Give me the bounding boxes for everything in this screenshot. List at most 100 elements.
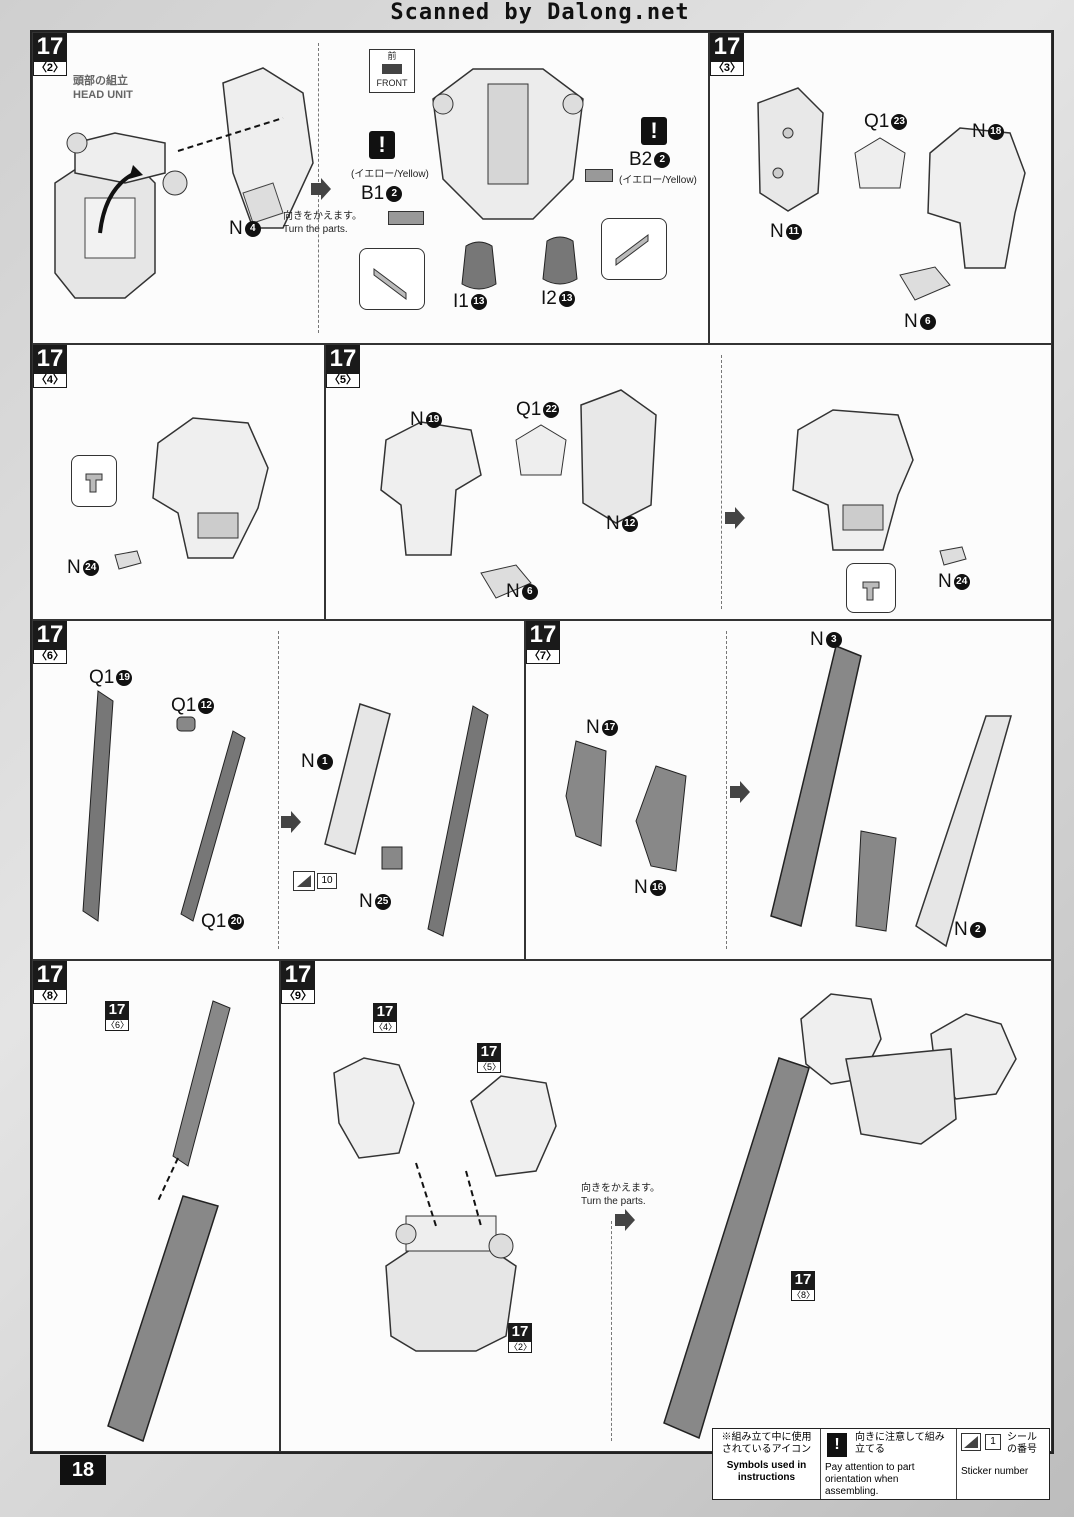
q1-12-cap-part [176,716,196,732]
legend-sticker: 1 シールの番号 Sticker number [957,1429,1049,1499]
step-number: 17 [33,345,67,373]
next-arrow-icon [281,811,301,833]
reference-badge-2: 17 〈2〉 [508,1323,532,1353]
warning-icon: ! [827,1433,847,1457]
legend-intro: ※組み立て中に使用されているアイコン Symbols used in instr… [713,1429,821,1499]
lower-cover-part [107,1195,219,1443]
legend-orientation: ! 向きに注意して組み立てる Pay attention to part ori… [821,1429,957,1499]
turn-note-jp: 向きをかえます。 [283,211,362,222]
part-number-badge: 4 [244,220,261,237]
n12-backplate-part [580,389,657,524]
n17-part [565,740,607,847]
part-number-badge: 23 [891,113,908,130]
legend-orientation-en: Pay attention to part orientation when a… [825,1462,915,1497]
part-number-badge: 2 [969,921,986,938]
reference-sub: 〈6〉 [105,1019,130,1031]
dashed-connector [177,117,284,152]
sticker-icon [293,871,315,891]
reference-badge-8: 17 〈8〉 [791,1271,815,1301]
warning-icon: ! [369,131,395,159]
step-number: 17 [33,33,67,61]
turn-note-jp: 向きをかえます。 [581,1183,660,1194]
sticker-number-box: 1 [985,1434,1001,1450]
legend-intro-jp: ※組み立て中に使用されているアイコン [721,1432,812,1455]
step-badge: 17 〈4〉 [33,345,67,388]
sticker-number: 10 [317,873,337,889]
q1-joint-part [515,424,567,476]
step-number: 17 [281,961,315,989]
step-badge: 17 〈5〉 [326,345,360,388]
b2-sticker-part [585,169,613,182]
helmet-assembled-part [792,409,914,551]
step-badge: 17 〈9〉 [281,961,315,1004]
n24-detail-callout [846,563,896,613]
b2-color: (イエロー/Yellow) [619,175,697,186]
step-sub: 〈9〉 [281,989,315,1004]
warning-icon: ! [641,117,667,145]
dashed-connector [157,1157,179,1202]
step-sub: 〈3〉 [710,61,744,76]
antenna-blade-part [663,1057,810,1440]
i2-eye-part [542,236,578,285]
n1-cover-part [324,703,391,855]
n2-cover-part [915,715,1012,948]
n24-detail-callout [71,455,117,507]
helmet-left-part [333,1057,415,1159]
part-number-badge: 22 [543,401,560,418]
legend-sticker-en: Sticker number [961,1466,1029,1477]
step-sub: 〈4〉 [33,373,67,388]
step-sub: 〈2〉 [33,61,67,76]
part-number-badge: 19 [425,411,442,428]
assembled-rod-part [427,705,489,937]
turn-note-en: Turn the parts. [581,1196,646,1207]
legend-intro-en: Symbols used in instructions [726,1460,807,1483]
reference-number: 17 [477,1043,501,1061]
head-base-part [385,1215,517,1352]
step-sub: 〈8〉 [33,989,67,1004]
watermark: Scanned by Dalong.net [390,0,690,25]
front-label-jp: 前 [387,51,397,61]
front-icon: 前 FRONT [369,49,415,93]
part-number-badge: 6 [521,583,538,600]
next-arrow-icon [311,178,331,200]
step-number: 17 [526,621,560,649]
step-divider [726,631,727,949]
step-number: 17 [710,33,744,61]
b1-detail-callout [359,248,425,310]
icon-legend: ※組み立て中に使用されているアイコン Symbols used in instr… [712,1428,1050,1500]
front-arrow-icon [382,64,402,74]
front-label-en: FRONT [376,78,408,88]
part-number-badge: 20 [228,913,245,930]
part-number-badge: 16 [649,879,666,896]
reference-number: 17 [373,1003,397,1021]
inner-armor-part [855,830,897,932]
panel-step-17-8: 17 〈8〉 17 〈6〉 [32,960,280,1452]
reference-sub: 〈4〉 [373,1021,398,1033]
part-number-badge: 17 [601,719,618,736]
legend-sticker-jp: シールの番号 [1007,1432,1037,1455]
helmet-assembly-part [152,417,269,559]
n6-vent-part [899,266,951,301]
b1-color: (イエロー/Yellow) [351,169,429,180]
reference-number: 17 [105,1001,129,1019]
b2-detail-callout [601,218,667,280]
step-sub: 〈6〉 [33,649,67,664]
n25-part [381,846,403,870]
